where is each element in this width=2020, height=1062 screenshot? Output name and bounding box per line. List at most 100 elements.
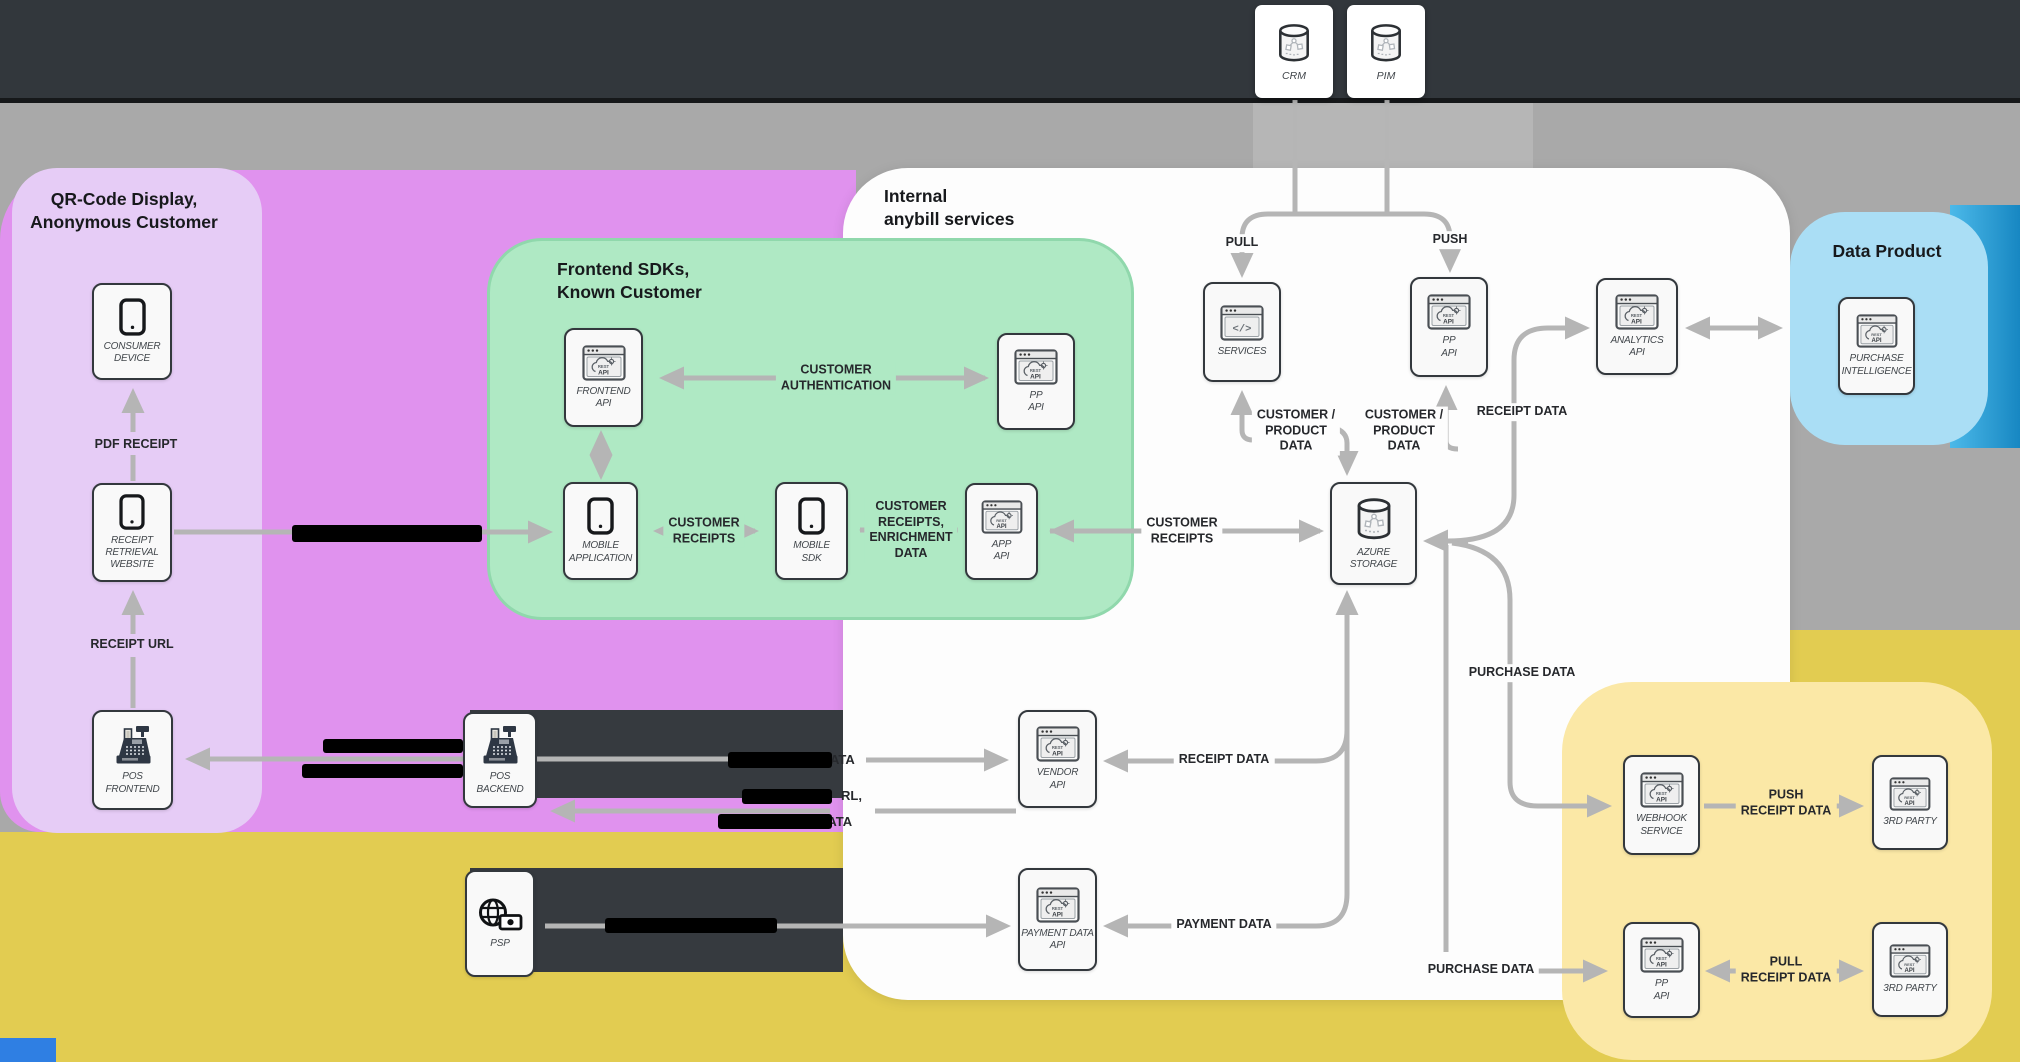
node-pim: PIM: [1347, 5, 1425, 98]
node-analytics-api: ANALYTICS API: [1596, 278, 1678, 375]
internal-services-title: Internal anybill services: [884, 186, 1015, 230]
rest-api-icon: [1640, 772, 1684, 808]
node-label: RECEIPT RETRIEVAL WEBSITE: [105, 534, 159, 571]
database-icon: [1367, 22, 1405, 64]
label-customer-authentication: CUSTOMER AUTHENTICATION: [775, 361, 897, 395]
label-push-receipt-data: PUSH RECEIPT DATA: [1735, 786, 1837, 820]
cash-register-icon: [112, 724, 154, 766]
phone-icon: [587, 497, 614, 535]
rest-api-icon: [1036, 726, 1080, 762]
top-dark-bar: [0, 0, 2020, 98]
node-label: PP API: [1028, 389, 1044, 413]
node-label: PSP: [490, 937, 510, 949]
node-label: WEBHOOK SERVICE: [1636, 813, 1687, 837]
code-window-icon: [1220, 305, 1264, 341]
node-crm: CRM: [1255, 5, 1333, 98]
qr-region-title: QR-Code Display, Anonymous Customer: [30, 189, 218, 233]
node-third-party-push: 3RD PARTY: [1872, 755, 1948, 850]
node-label: PAYMENT DATA API: [1021, 927, 1094, 951]
node-pos-frontend: POS FRONTEND: [92, 710, 173, 810]
redacted-label-fragment-2: RL,: [841, 788, 862, 803]
node-app-api: APP API: [965, 483, 1038, 580]
rest-api-icon: [981, 500, 1023, 534]
node-label: PP API: [1441, 335, 1457, 359]
label-customer-receipts-azure: CUSTOMER RECEIPTS: [1141, 514, 1223, 548]
node-consumer-device: CONSUMER DEVICE: [92, 283, 172, 380]
rest-api-icon: [1889, 944, 1931, 978]
node-label: POS BACKEND: [476, 771, 524, 795]
label-pull: PULL: [1220, 234, 1264, 252]
node-label: AZURE STORAGE: [1349, 546, 1398, 570]
rest-api-icon: [1889, 777, 1931, 811]
node-frontend-api: FRONTEND API: [564, 328, 643, 427]
node-label: MOBILE APPLICATION: [568, 540, 633, 564]
label-receipt-data-top: RECEIPT DATA: [1471, 403, 1573, 421]
node-label: FRONTEND API: [576, 385, 631, 409]
label-purchase-data-top: PURCHASE DATA: [1463, 664, 1581, 682]
node-vendor-api: VENDOR API: [1018, 710, 1097, 808]
node-label: APP API: [991, 538, 1012, 562]
rest-api-icon: [1856, 314, 1898, 348]
database-icon: [1354, 496, 1394, 542]
node-azure-storage: AZURE STORAGE: [1330, 482, 1417, 585]
redacted-label-fragment-1: ATA: [830, 752, 855, 767]
node-label: 3RD PARTY: [1883, 815, 1937, 827]
label-pull-receipt-data: PULL RECEIPT DATA: [1735, 953, 1837, 987]
blue-bottom-left-strip: [0, 1038, 56, 1062]
node-label: MOBILE SDK: [793, 540, 830, 564]
label-push: PUSH: [1427, 231, 1473, 249]
node-pos-backend: POS BACKEND: [463, 712, 537, 808]
node-pp-api-internal: PP API: [1410, 277, 1488, 377]
redaction-bar: [302, 764, 463, 778]
top-divider-line: [0, 98, 2020, 103]
redaction-bar: [605, 918, 777, 933]
node-payment-data-api: PAYMENT DATA API: [1018, 868, 1097, 971]
node-pp-api-sdk: PP API: [997, 333, 1075, 430]
node-label: ANALYTICS API: [1610, 334, 1664, 358]
database-icon: [1275, 22, 1313, 64]
phone-icon: [119, 298, 146, 336]
node-pp-api-partner: PP API: [1623, 922, 1700, 1018]
node-mobile-application: MOBILE APPLICATION: [563, 482, 638, 580]
label-receipt-data-vendor: RECEIPT DATA: [1173, 751, 1275, 769]
label-pdf-receipt: PDF RECEIPT: [89, 436, 183, 454]
phone-icon: [798, 497, 825, 535]
rest-api-icon: [1427, 294, 1471, 330]
node-label: PP API: [1653, 978, 1670, 1002]
label-customer-receipts-enrichment: CUSTOMER RECEIPTS, ENRICHMENT DATA: [864, 497, 958, 563]
cash-register-icon: [479, 724, 521, 766]
label-customer-product-data-left: CUSTOMER / PRODUCT DATA: [1251, 406, 1341, 456]
label-receipt-url: RECEIPT URL: [85, 636, 179, 654]
node-receipt-retrieval-website: RECEIPT RETRIEVAL WEBSITE: [92, 483, 172, 582]
node-label: VENDOR API: [1036, 767, 1079, 791]
node-mobile-sdk: MOBILE SDK: [775, 482, 848, 580]
gray-band-highlight: [1253, 103, 1533, 170]
redaction-bar: [323, 739, 463, 753]
gray-band: [0, 103, 2020, 170]
data-product-title: Data Product: [1832, 241, 1942, 261]
redaction-bar: [728, 752, 832, 768]
rest-api-icon: [1615, 294, 1659, 330]
label-purchase-data-bottom: PURCHASE DATA: [1422, 961, 1540, 979]
node-label: CRM: [1282, 69, 1306, 82]
rest-api-icon: [1036, 887, 1080, 923]
node-label: SERVICES: [1217, 346, 1267, 358]
label-customer-receipts-sdk: CUSTOMER RECEIPTS: [663, 514, 745, 548]
redaction-bar: [742, 789, 832, 804]
node-label: PIM: [1376, 69, 1396, 82]
globe-money-icon: [477, 897, 523, 933]
redaction-bar: [292, 525, 482, 542]
node-label: 3RD PARTY: [1883, 982, 1937, 994]
rest-api-icon: [1014, 349, 1058, 385]
node-label: CONSUMER DEVICE: [103, 340, 161, 364]
frontend-sdks-title: Frontend SDKs, Known Customer: [557, 259, 702, 303]
label-payment-data: PAYMENT DATA: [1171, 916, 1277, 934]
node-psp: PSP: [465, 870, 535, 977]
redaction-bar: [718, 814, 832, 829]
node-webhook-service: WEBHOOK SERVICE: [1623, 755, 1700, 855]
rest-api-icon: [582, 345, 626, 381]
node-label: PURCHASE INTELLIGENCE: [1841, 353, 1912, 377]
tablet-icon: [119, 494, 145, 530]
node-services: SERVICES: [1203, 282, 1281, 382]
